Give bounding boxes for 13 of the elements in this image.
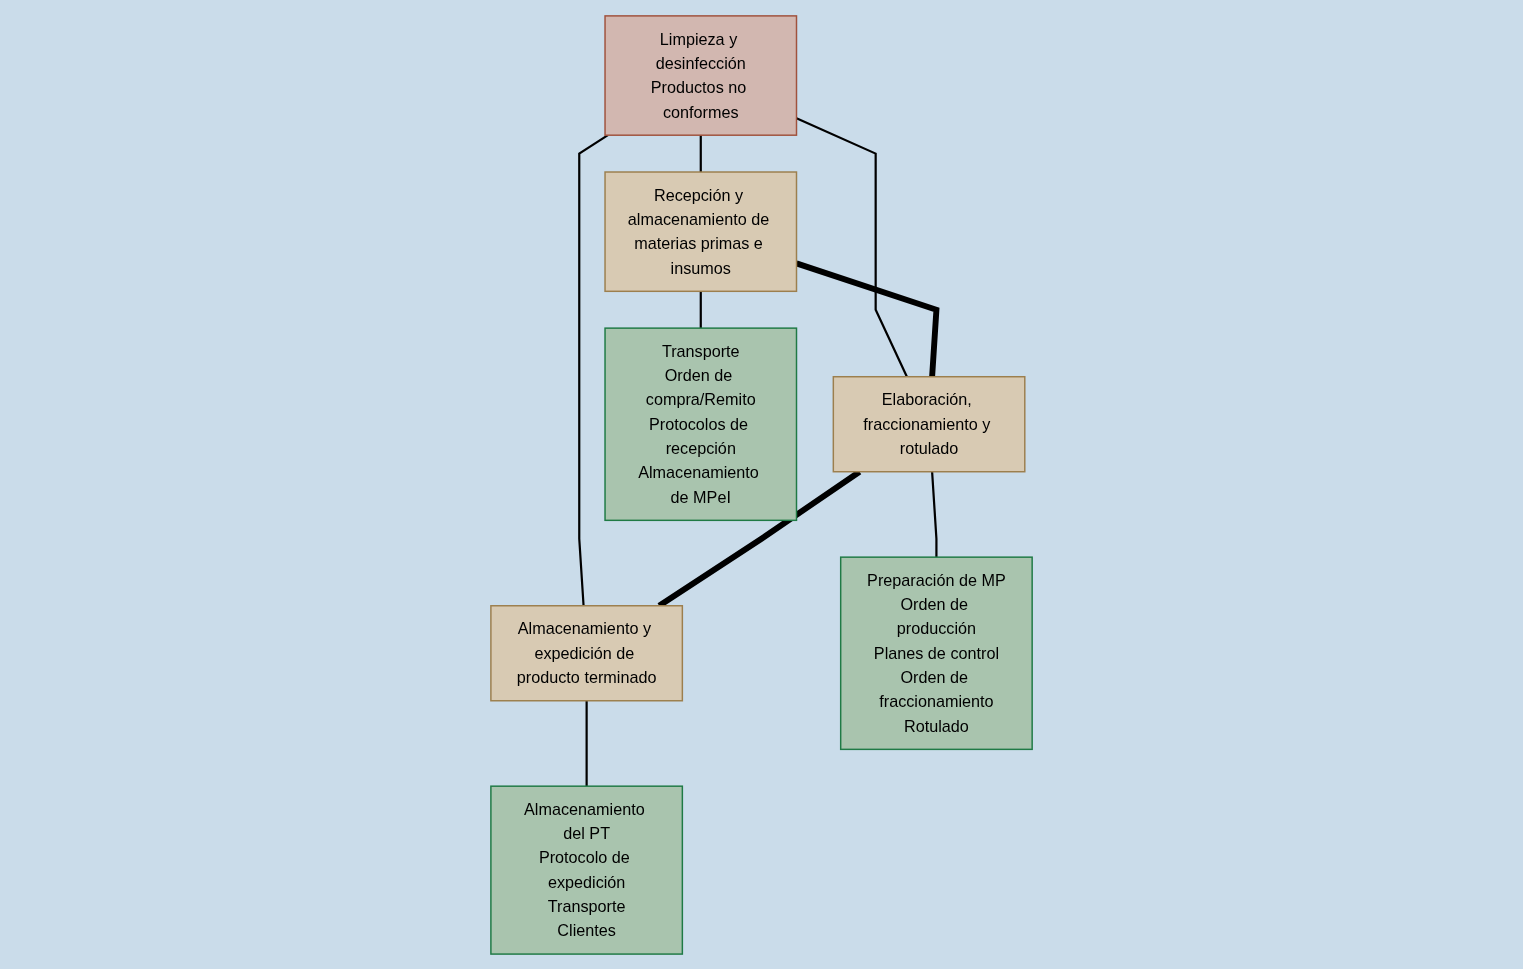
node-box: Elaboración, fraccionamiento y rotulado [832,375,1026,472]
connector [930,471,938,557]
node-box: Limpieza y desinfección Productos no conformes [604,14,798,136]
connector [578,133,609,606]
connector [585,700,588,786]
node-box: Preparación de MP Orden de producción Planes de control Orden de fraccionamiento Rotulado [839,555,1033,750]
node-box: Almacenamiento y expedición de producto terminado [490,604,684,701]
node-box: Almacenamiento del PT Protocolo de expedición Transporte Clientes [490,784,684,955]
connector [796,116,908,377]
connector [699,290,702,328]
node-box: Recepción y almacenamiento de materias primas e insumos [604,170,798,292]
connector [699,134,702,172]
node-box: Transporte Orden de compra/Remito Protocolos de recepción Almacenamiento de MPeI [604,326,798,521]
